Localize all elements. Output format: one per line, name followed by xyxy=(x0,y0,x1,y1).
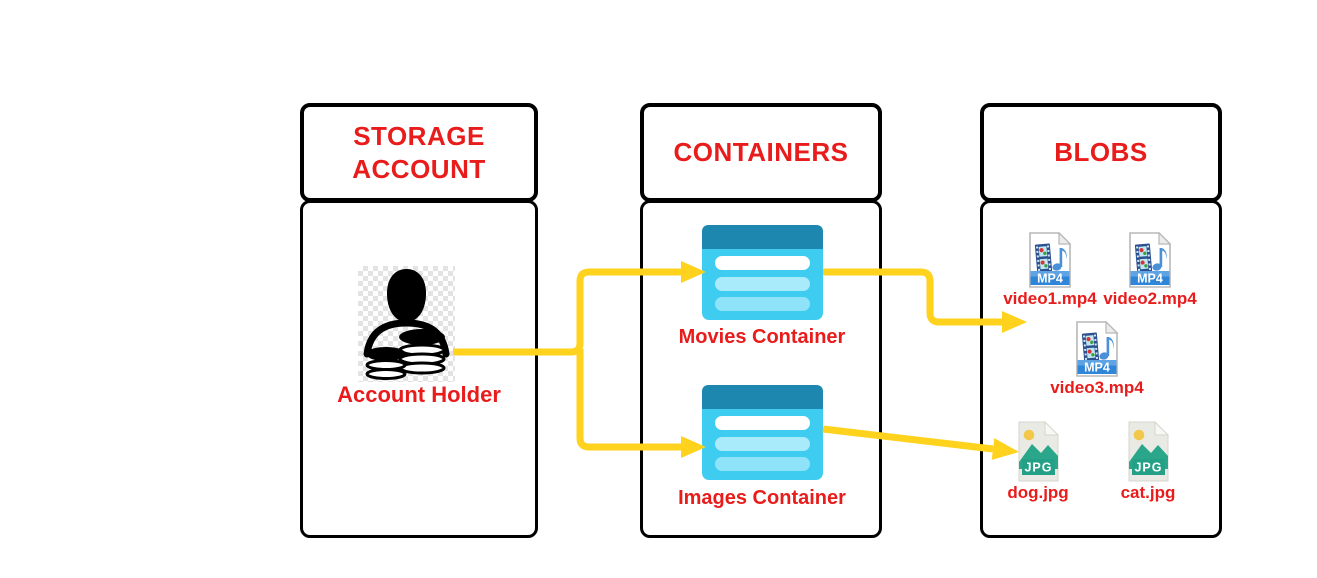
containers-title: CONTAINERS xyxy=(673,137,849,168)
sun-icon xyxy=(1023,429,1034,441)
storage-account-header-box: STORAGE ACCOUNT xyxy=(300,103,538,202)
blob-file-name: video2.mp4 xyxy=(1103,289,1197,308)
sun-icon xyxy=(1133,429,1144,441)
images-container-icon xyxy=(702,385,823,480)
music-note-icon xyxy=(1152,248,1167,271)
containers-header-box: CONTAINERS xyxy=(640,103,882,202)
blob-video2: MP4 video2.mp4 xyxy=(1090,232,1210,309)
jpg-badge: JPG xyxy=(1134,461,1162,475)
blobs-title: BLOBS xyxy=(1054,137,1148,168)
jpg-file-icon: JPG xyxy=(1128,421,1169,482)
blob-file-name: video3.mp4 xyxy=(1050,378,1144,397)
mp4-badge: MP4 xyxy=(1137,272,1163,286)
person-with-coins-icon xyxy=(358,266,455,382)
jpg-badge: JPG xyxy=(1024,461,1052,475)
mp4-badge: MP4 xyxy=(1084,361,1110,375)
blob-file-name: cat.jpg xyxy=(1120,483,1176,502)
blob-video3: MP4 video3.mp4 xyxy=(1037,321,1157,398)
blob-cat-jpg: JPG cat.jpg xyxy=(1088,421,1208,503)
music-note-icon xyxy=(1052,248,1067,271)
storage-container-icon xyxy=(702,385,823,480)
jpg-file-icon: JPG xyxy=(1018,421,1059,482)
account-holder-silhouette xyxy=(363,269,450,380)
music-note-icon xyxy=(1099,337,1114,360)
mp4-file-icon: MP4 xyxy=(1029,232,1072,288)
blob-video1: MP4 video1.mp4 xyxy=(990,232,1110,309)
mp4-file-icon: MP4 xyxy=(1129,232,1172,288)
storage-container-icon xyxy=(702,225,823,320)
blob-file-name: dog.jpg xyxy=(1007,483,1069,502)
blob-file-name: video1.mp4 xyxy=(1003,289,1097,308)
images-container-label: Images Container xyxy=(678,487,846,509)
movies-container-label: Movies Container xyxy=(678,326,846,348)
blob-dog-jpg: JPG dog.jpg xyxy=(978,421,1098,503)
movies-container-icon xyxy=(702,225,823,320)
account-holder-label: Account Holder xyxy=(337,382,501,407)
mp4-badge: MP4 xyxy=(1037,272,1063,286)
blobs-header-box: BLOBS xyxy=(980,103,1222,202)
mp4-file-icon: MP4 xyxy=(1076,321,1119,377)
storage-account-title: STORAGE ACCOUNT xyxy=(352,121,486,184)
